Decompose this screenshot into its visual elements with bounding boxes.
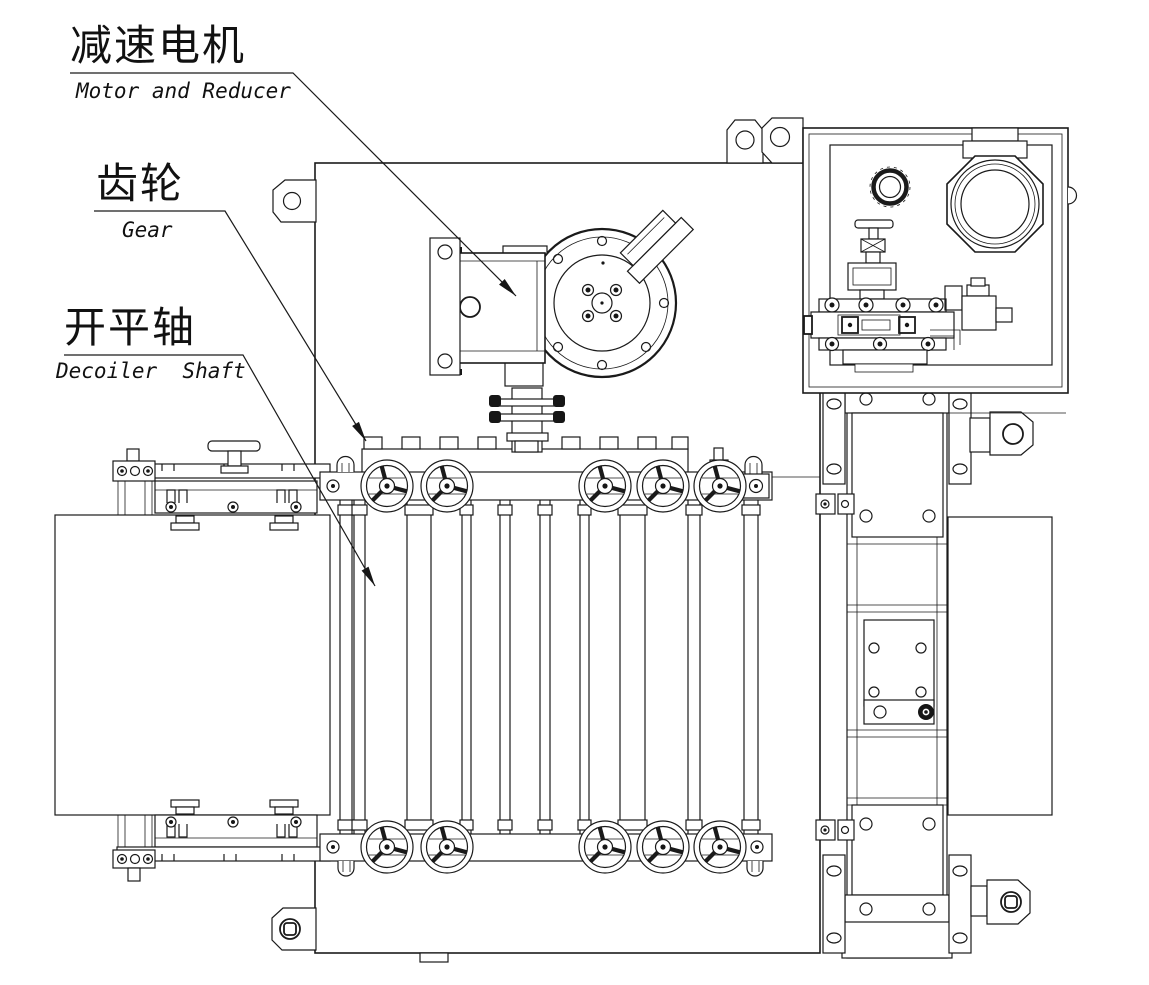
- adjuster-rail-top: [112, 440, 331, 531]
- valve-block: [803, 219, 1013, 373]
- leader-decoiler-shaft: [64, 354, 376, 587]
- arrowhead-decoiler-shaft: [361, 566, 375, 586]
- callout-motor-reducer-zh: 减速电机: [70, 24, 247, 70]
- adjuster-rail-bottom: [112, 799, 331, 882]
- t-handle: [207, 440, 261, 474]
- callout-gear-en: Gear: [122, 218, 173, 242]
- terminal-box: [619, 209, 695, 285]
- callout-decoiler-shaft-en: Decoiler Shaft: [56, 359, 246, 383]
- callout-gear-zh: 齿轮: [96, 162, 185, 208]
- arrowhead-motor-reducer: [499, 279, 516, 296]
- motor-mount-bracket: [429, 237, 461, 376]
- mounting-lugs: [271, 117, 804, 951]
- right-side-plate: [947, 516, 1053, 816]
- reducer-gearbox: [446, 245, 548, 387]
- hydraulic-power-unit: [802, 127, 1078, 394]
- left-side-plate: [54, 514, 331, 816]
- leveler-roller-bars: [337, 496, 761, 838]
- motor-and-reducer: [429, 209, 695, 387]
- callout-motor-reducer-en: Motor and Reducer: [76, 79, 291, 103]
- gear-train: [361, 436, 689, 476]
- drive-coupling: [489, 387, 565, 453]
- gear-band-bolts: [363, 436, 689, 450]
- arrowhead-gear: [352, 421, 366, 441]
- support-column: [815, 384, 1066, 959]
- fan-motor: [946, 127, 1044, 253]
- leader-gear: [94, 210, 367, 442]
- filler-ring: [869, 166, 911, 208]
- leader-motor-reducer: [70, 72, 517, 297]
- leader-lines: [64, 72, 517, 587]
- callout-decoiler-shaft-zh: 开平轴: [64, 306, 197, 352]
